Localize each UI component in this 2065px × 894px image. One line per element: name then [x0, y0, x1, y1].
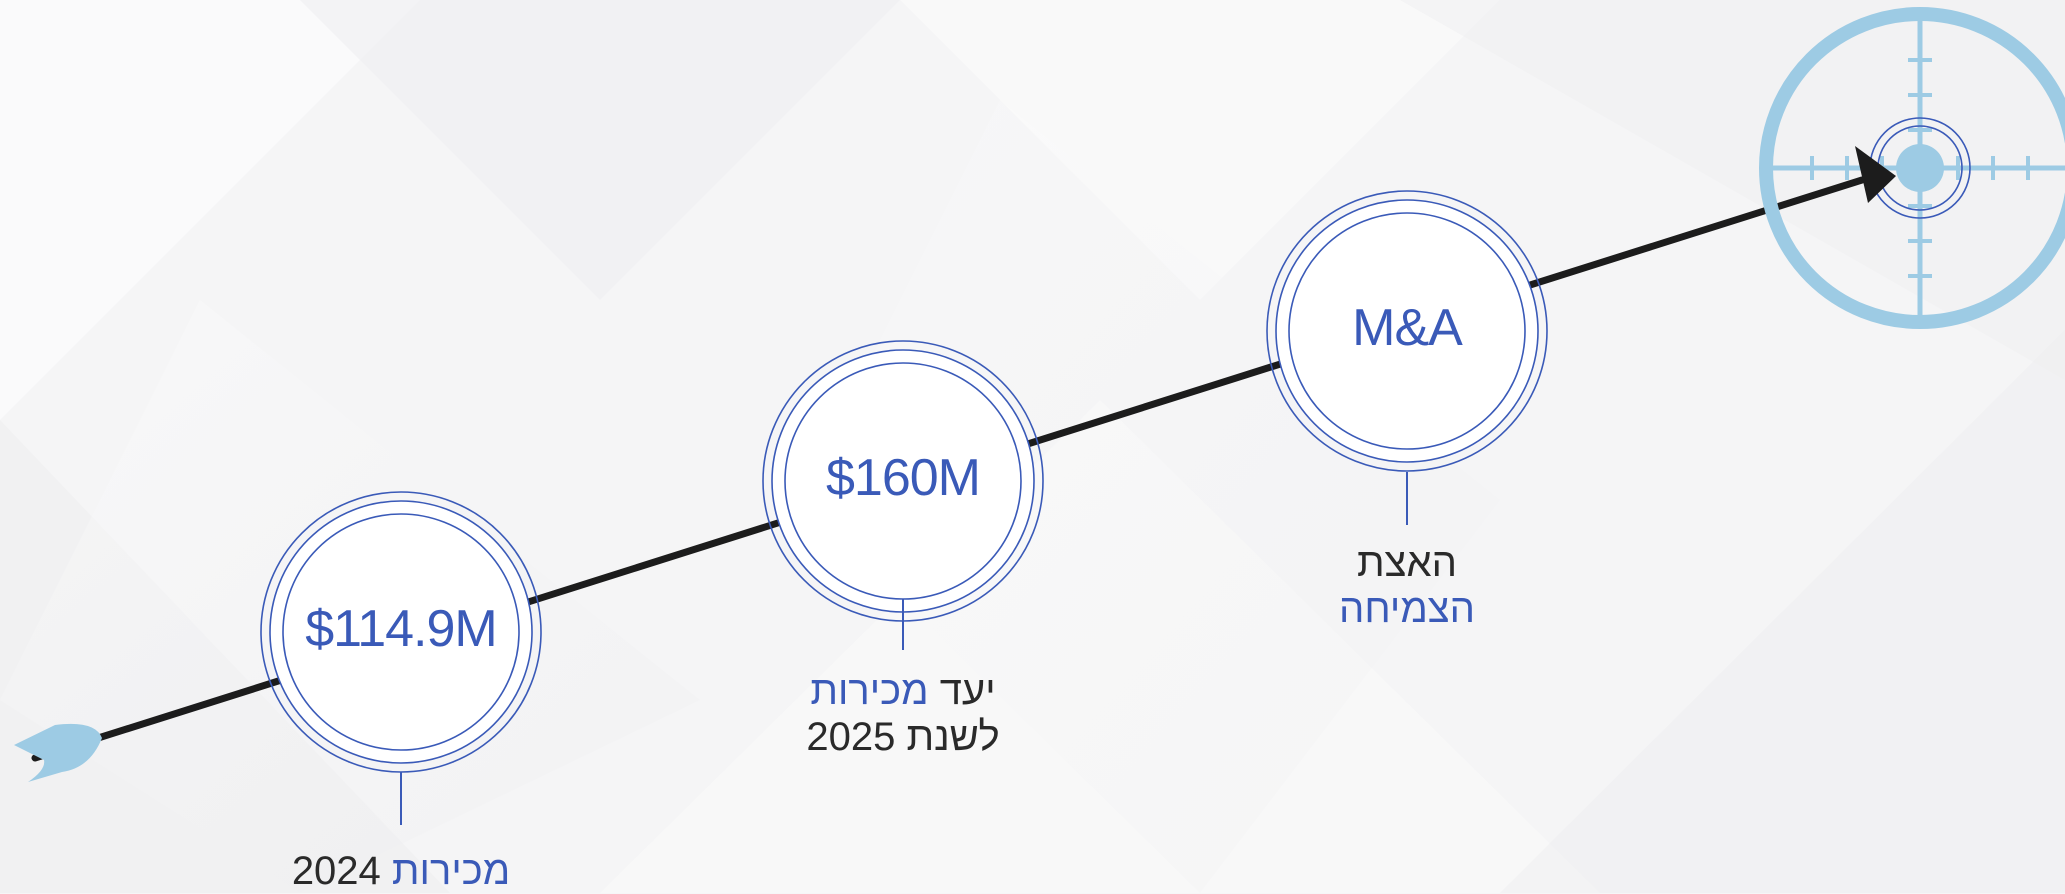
caption-text: האצת: [1357, 541, 1457, 585]
caption-highlight: מכירות: [810, 669, 929, 713]
milestone-value-2025-target: $160M: [826, 449, 981, 507]
caption-text: 2024: [291, 849, 381, 893]
milestone-node-2024: [260, 491, 542, 825]
milestone-value-2024: $114.9M: [305, 600, 498, 658]
milestone-caption-2025-target: יעד מכירות לשנת 2025: [703, 668, 1103, 760]
caption-text: יעד: [939, 669, 996, 713]
milestone-node-2025-target: [762, 340, 1044, 650]
milestone-caption-2024: מכירות 2024: [201, 848, 601, 894]
milestone-caption-ma: האצת הצמיחה: [1207, 540, 1607, 632]
milestone-value-ma: M&A: [1352, 299, 1463, 357]
caption-line-2: לשנת 2025: [806, 715, 1000, 759]
caption-highlight: הצמיחה: [1339, 587, 1475, 631]
caption-highlight: מכירות: [391, 849, 511, 893]
crosshair-target-icon: [1759, 7, 2065, 329]
arrow-fletching-icon: [14, 723, 102, 782]
arrowhead-icon: [1855, 146, 1896, 203]
milestone-node-ma: [1266, 190, 1548, 525]
